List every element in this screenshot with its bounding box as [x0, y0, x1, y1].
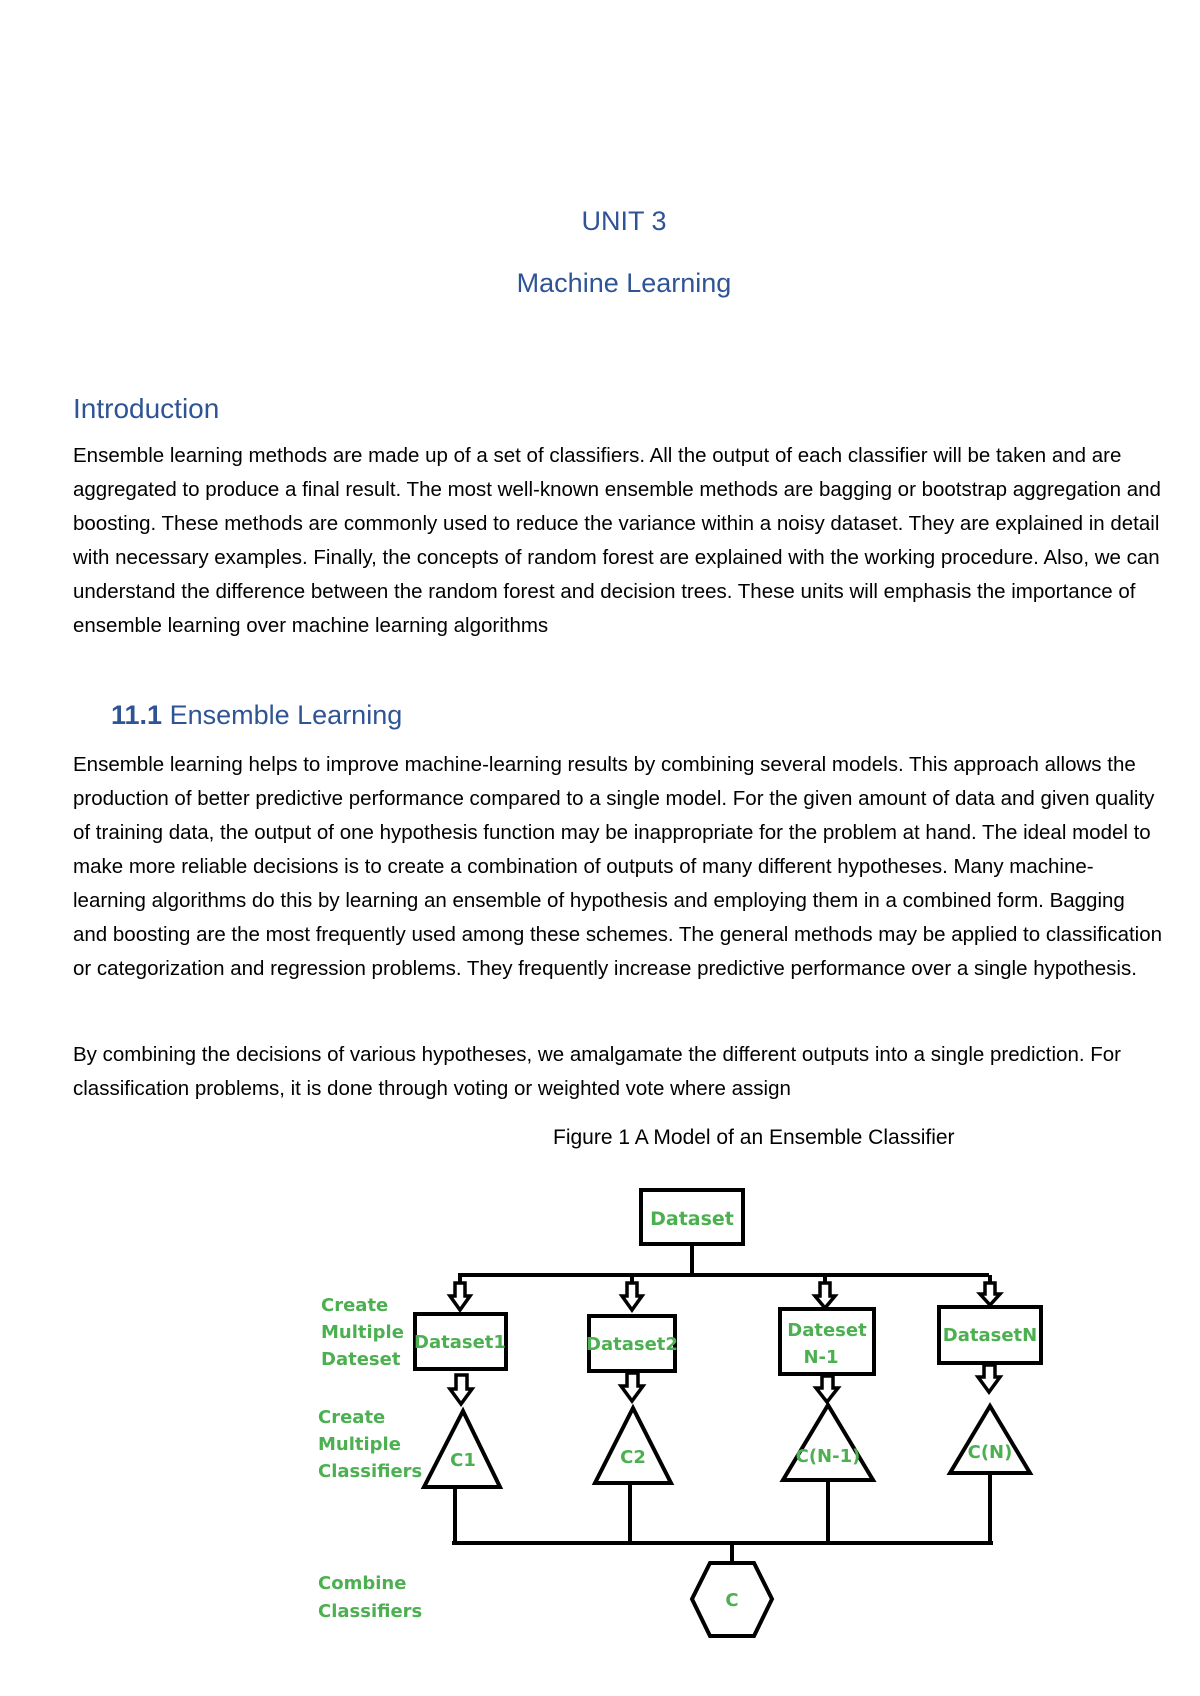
create-classifiers-label-line3: Classifiers — [318, 1461, 422, 1482]
create-datasets-label-line3: Dateset — [321, 1349, 401, 1370]
subject-title: Machine Learning — [516, 268, 732, 298]
dataset-label: Dataset — [650, 1208, 734, 1230]
arrow-down-icon — [812, 1374, 842, 1405]
section-title: Ensemble Learning — [169, 700, 403, 730]
arrow-down-icon — [618, 1281, 646, 1314]
section-number: 11.1 — [111, 700, 163, 730]
section-heading: 11.1 Ensemble Learning — [111, 700, 402, 731]
dataset-2-box — [587, 1314, 677, 1373]
unit-title: UNIT 3 — [581, 206, 667, 236]
classifier-cn-1-triangle — [779, 1401, 877, 1482]
ensemble-paragraph-2: By combining the decisions of various hy… — [73, 1043, 1121, 1100]
arrow-down-icon — [617, 1371, 647, 1404]
classifier-c2-label: C2 — [620, 1447, 646, 1468]
classifier-c2-triangle — [591, 1403, 675, 1485]
create-classifiers-label-line2: Multiple — [318, 1434, 401, 1455]
dataset-1-label: Dataset1 — [414, 1332, 506, 1353]
arrow-down-icon — [446, 1281, 474, 1314]
introduction-heading: Introduction — [73, 393, 220, 424]
combined-classifier-label: C — [725, 1590, 738, 1611]
classifier-c1-label: C1 — [450, 1450, 476, 1471]
figure-caption: Figure 1 A Model of an Ensemble Classifi… — [553, 1126, 955, 1149]
arrow-down-icon — [974, 1363, 1004, 1395]
dataset-n-1-label-line1: Dateset — [787, 1320, 867, 1341]
dataset-n-1-label-line2: N-1 — [803, 1347, 838, 1368]
dataset-1-box — [413, 1312, 508, 1371]
classifier-cn-1-label: C(N-1) — [796, 1446, 861, 1467]
arrow-down-icon — [976, 1281, 1004, 1308]
dataset-n-label: DatasetN — [943, 1325, 1037, 1346]
introduction-paragraph: Ensemble learning methods are made up of… — [73, 444, 1161, 637]
classifier-c1-triangle — [420, 1406, 504, 1489]
classifier-cn-label: C(N) — [968, 1442, 1013, 1463]
combine-label-line1: Combine — [318, 1573, 406, 1594]
create-classifiers-label-line1: Create — [318, 1407, 385, 1428]
combine-label-line2: Classifiers — [318, 1601, 422, 1622]
ensemble-paragraph-1: Ensemble learning helps to improve machi… — [73, 753, 1163, 980]
combined-classifier-hexagon — [689, 1561, 775, 1638]
create-datasets-label-line1: Create — [321, 1295, 388, 1316]
create-datasets-label-line2: Multiple — [321, 1322, 404, 1343]
arrow-down-icon — [811, 1281, 839, 1311]
arrow-down-icon — [446, 1373, 476, 1407]
dataset-n-1-box — [778, 1307, 876, 1376]
dataset-2-label: Dataset2 — [586, 1334, 678, 1355]
